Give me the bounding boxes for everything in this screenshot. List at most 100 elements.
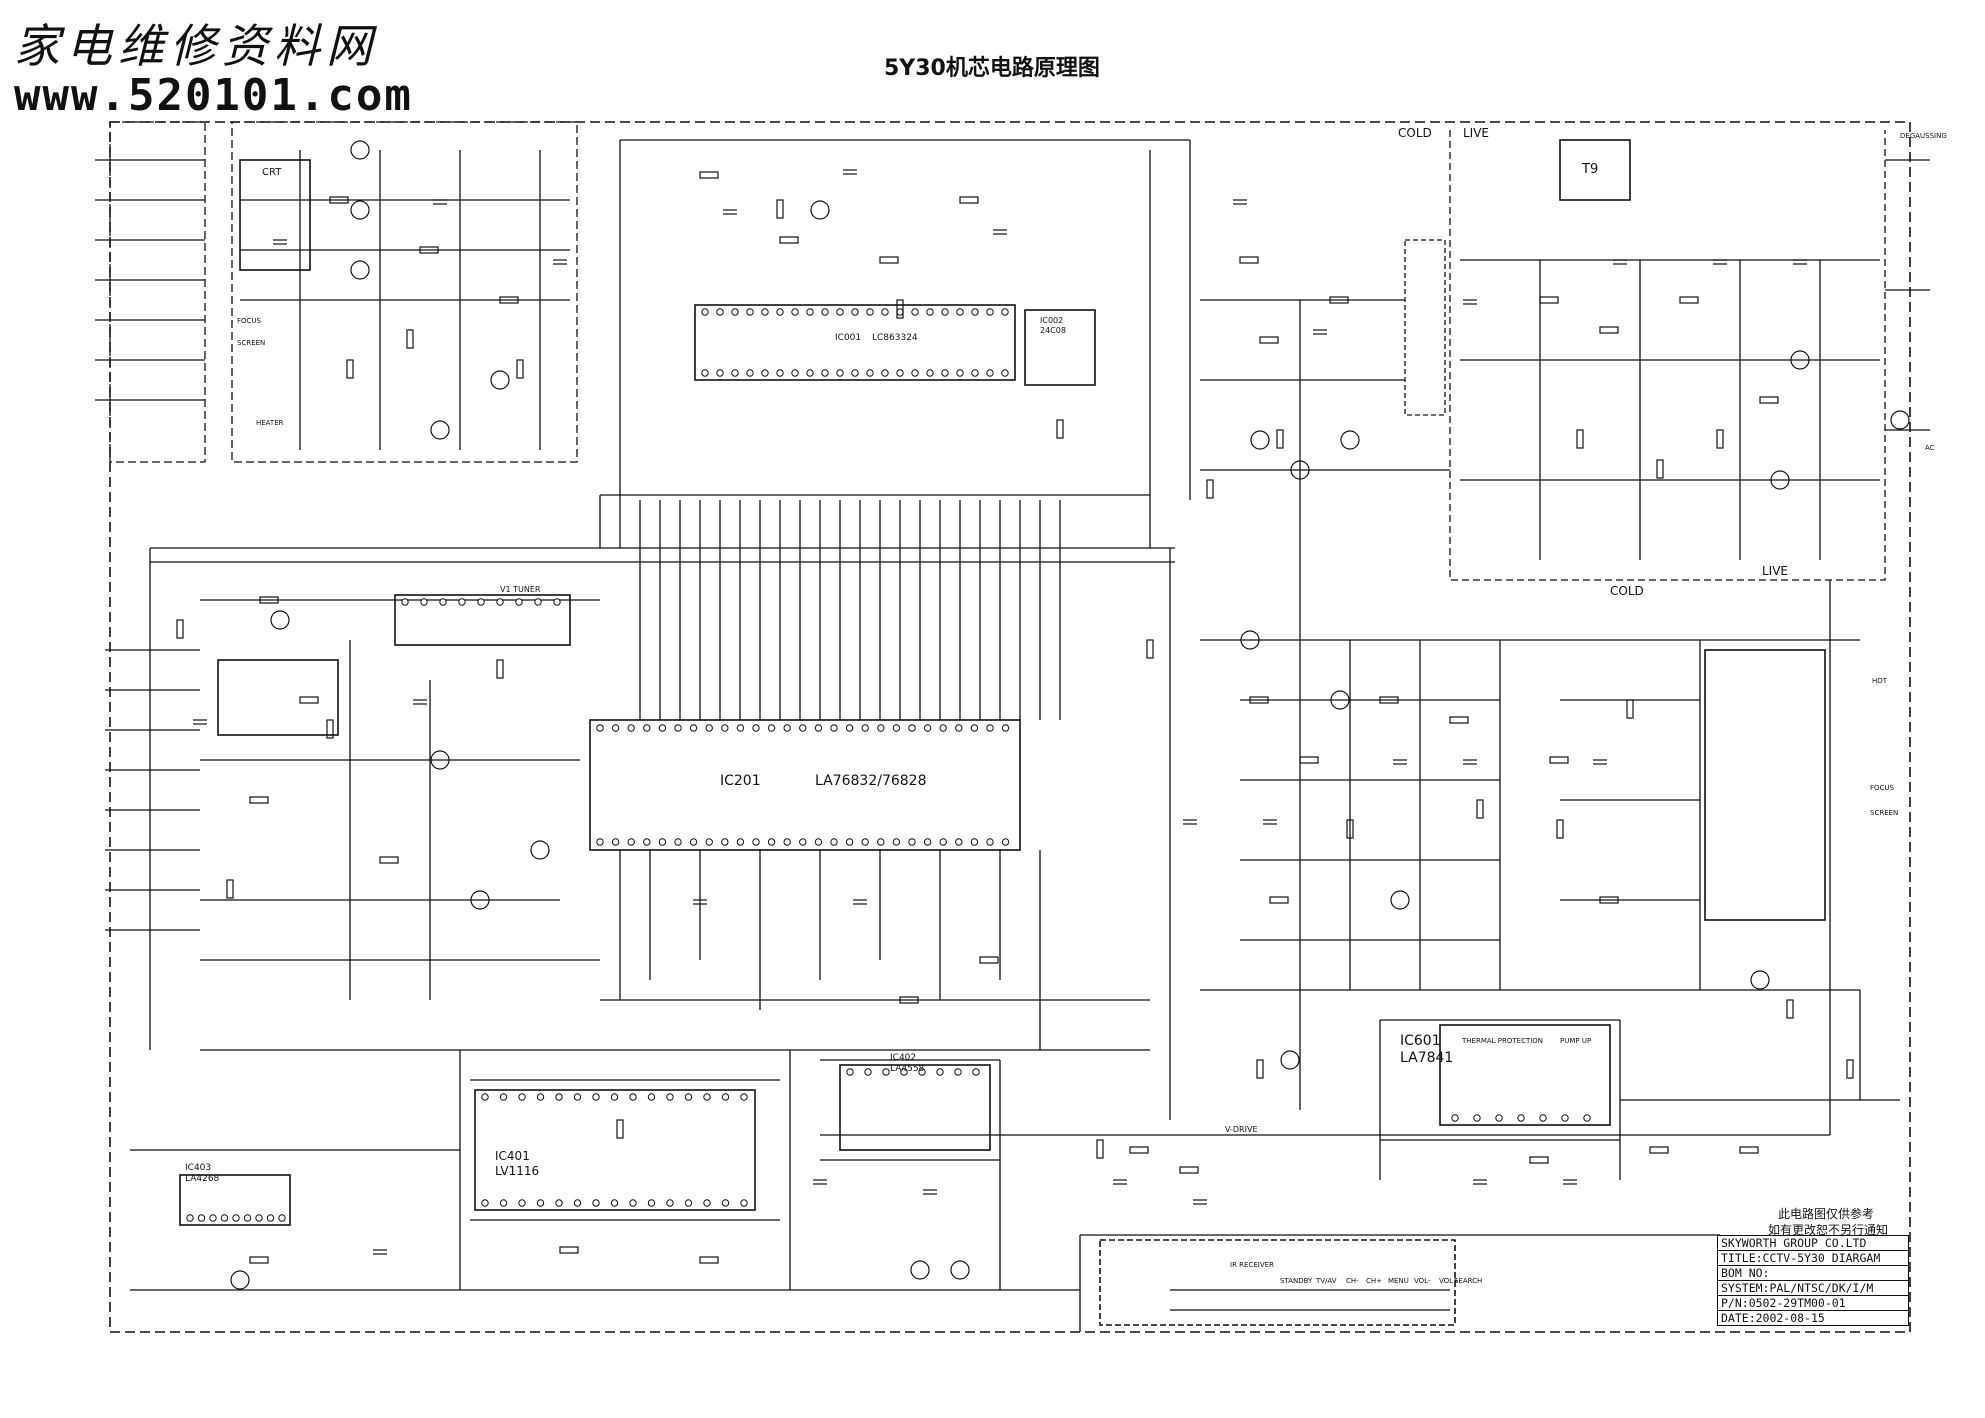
resistor-symbol [1379, 696, 1399, 704]
ic201-pin [799, 724, 807, 732]
ic201-pin [596, 724, 604, 732]
title-block-part-no: P/N:0502-29TM00-01 [1718, 1296, 1908, 1311]
title-block-bom: BOM NO: [1718, 1266, 1908, 1281]
ic403-pin [197, 1214, 206, 1222]
tuner-pin [401, 598, 409, 606]
resistor-symbol [419, 246, 439, 254]
title-block-title: TITLE:CCTV-5Y30 DIARGAM [1718, 1251, 1908, 1266]
ic001-pin [821, 369, 829, 377]
resistor-symbol [1249, 696, 1269, 704]
ic402-ref-label: IC402 [890, 1053, 916, 1063]
transistor-symbol [810, 200, 830, 220]
ic201-pin [752, 724, 760, 732]
ic401-pin [536, 1199, 545, 1207]
ic001-pin [776, 308, 784, 316]
tuner-pin [439, 598, 447, 606]
ic401-ref-label: IC401 [495, 1149, 530, 1163]
resistor-symbol [559, 1246, 579, 1254]
hot-label: HOT [1872, 677, 1888, 685]
ic402-pin [954, 1068, 962, 1076]
resistor-symbol [249, 1256, 269, 1264]
resistor-symbol [896, 299, 904, 319]
ic001-pin [986, 369, 994, 377]
ic201-pin [767, 838, 776, 846]
ic001-pin [971, 308, 979, 316]
tuner-pin [496, 598, 504, 606]
resistor-symbol [226, 879, 234, 899]
ic401-pin [573, 1199, 582, 1207]
transistor-symbol [1890, 410, 1910, 430]
ic001-pin [911, 369, 919, 377]
ic201-pin [611, 724, 620, 732]
ic001-pin [791, 369, 799, 377]
ic201-pin [970, 724, 979, 732]
resistor-symbol [1449, 716, 1469, 724]
transistor-symbol [1770, 470, 1790, 490]
resistor-symbol [259, 596, 279, 604]
ic001-pin [881, 369, 889, 377]
ic403-pin [278, 1214, 286, 1222]
ic403-box [179, 1174, 291, 1226]
ic201-pin [1001, 838, 1010, 846]
resistor-symbol [1476, 799, 1484, 819]
tuner-pin [515, 598, 523, 606]
ic001-pin [896, 308, 904, 316]
title-block: SKYWORTH GROUP CO.LTD TITLE:CCTV-5Y30 DI… [1717, 1235, 1909, 1326]
ic401-pin [499, 1199, 508, 1207]
ic201-pin [721, 724, 729, 732]
ic402-box [839, 1064, 991, 1151]
ic601-ref-label: IC601 [1400, 1033, 1441, 1049]
ic601-pin [1495, 1114, 1503, 1122]
transistor-symbol [230, 1270, 250, 1290]
resistor-symbol [516, 359, 524, 379]
ic201-pin [1001, 724, 1010, 732]
tuner-box [394, 594, 571, 646]
ic001-pin [776, 369, 784, 377]
ic001-pin [851, 369, 859, 377]
resistor-symbol [1739, 1146, 1759, 1154]
tuner-pin [420, 598, 428, 606]
watermark-site-name: 家电维修资料网 [14, 19, 378, 73]
ic001-pin [881, 308, 889, 316]
ic201-pin [892, 724, 901, 732]
crt-label: CRT [262, 167, 282, 178]
transistor-symbol [1390, 890, 1410, 910]
resistor-symbol [1576, 429, 1584, 449]
ic403-ref-label: IC403 [185, 1163, 211, 1173]
transistor-symbol [490, 370, 510, 390]
ic401-pin [555, 1093, 563, 1101]
ic601-part-label: LA7841 [1400, 1050, 1453, 1066]
t9-box [1559, 139, 1631, 201]
ic201-pin [767, 724, 776, 732]
ic201-pin [970, 838, 979, 846]
ic201-pin [955, 724, 963, 732]
ic403-pin [243, 1214, 252, 1222]
thermal-protection-label: THERMAL PROTECTION [1461, 1037, 1543, 1045]
heater-label: HEATER [256, 419, 284, 427]
ic001-ref-label: IC001 [835, 333, 861, 343]
ic201-pin [752, 838, 760, 846]
ic001-pin [866, 308, 874, 316]
ic201-pin [814, 838, 823, 846]
ic201-pin [689, 838, 698, 846]
ic201-pin [830, 838, 838, 846]
ic001-pin [851, 308, 859, 316]
ic201-pin [892, 838, 901, 846]
pump-up-label: PUMP UP [1560, 1037, 1591, 1045]
transistor-symbol [430, 750, 450, 770]
ic201-pin [955, 838, 963, 846]
ic601-box [1439, 1024, 1611, 1126]
ic401-pin [555, 1199, 563, 1207]
ac-label: AC [1925, 444, 1935, 452]
resistor-symbol [1329, 296, 1349, 304]
resistor-symbol [899, 996, 919, 1004]
ic201-pin [705, 724, 713, 732]
resistor-symbol [616, 1119, 624, 1139]
ic002-box [1024, 309, 1096, 386]
watermark-url: www.520101.com [14, 70, 413, 121]
transistor-symbol [350, 260, 370, 280]
ic001-pin [866, 369, 874, 377]
ic201-pin [799, 838, 807, 846]
title-block-date: DATE:2002-08-15 [1721, 1311, 1825, 1325]
resistor-symbol [346, 359, 354, 379]
